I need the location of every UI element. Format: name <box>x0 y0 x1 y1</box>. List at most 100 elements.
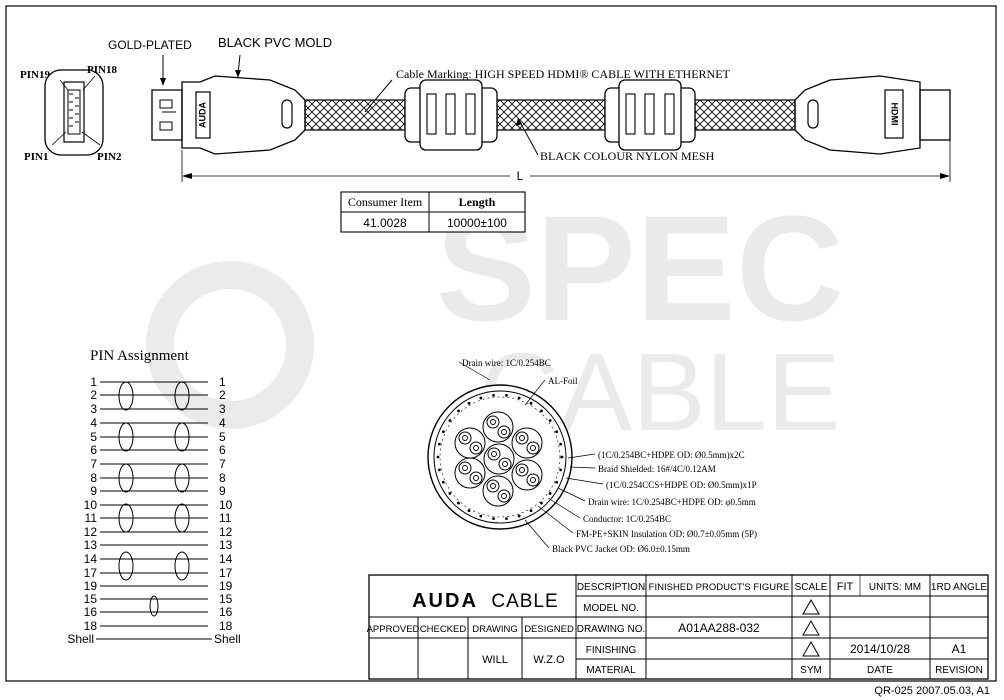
finishing-label: FINISHING <box>586 645 637 656</box>
pin-left-label: 6 <box>90 443 97 457</box>
nylon-mesh-label: BLACK COLOUR NYLON MESH <box>540 149 715 163</box>
cross-section-label: Braid Shielded: 16#/4C/0.12AM <box>598 464 716 474</box>
pin-left-label: 17 <box>84 566 98 580</box>
pin-left-label: 13 <box>84 538 98 552</box>
cross-section-label: Drain wire: 1C/0.254BC <box>462 358 551 368</box>
angle-label: 1RD ANGLE <box>931 582 987 593</box>
pin-right-label: 11 <box>219 511 232 525</box>
pin-left-label: 3 <box>90 402 97 416</box>
scale-label: SCALE <box>795 582 828 593</box>
pin-left-label: 10 <box>84 498 98 512</box>
pin1-label: PIN1 <box>24 151 48 163</box>
approved-label: APPROVED <box>367 624 420 635</box>
cross-section-label: Drain wire: 1C/0.254BC+HDPE OD: φ0.5mm <box>588 497 756 507</box>
pin-left-label: 19 <box>84 579 98 593</box>
pin-right-label: 12 <box>219 525 233 539</box>
date-label: DATE <box>867 665 893 676</box>
cable-marking-label: Cable Marking: HIGH SPEED HDMI® CABLE WI… <box>396 67 731 81</box>
length-dimension: L <box>181 140 951 183</box>
watermark-logo-icon <box>146 261 314 429</box>
description-value: FINISHED PRODUCT'S FIGURE <box>649 582 790 593</box>
brand-bold: AUDA <box>412 590 478 612</box>
hdmi-logo: HDMI <box>890 103 900 126</box>
pin-left-label: 4 <box>90 416 97 430</box>
pin-right-label: 7 <box>219 457 226 471</box>
designed-label: DESIGNED <box>524 624 574 635</box>
triangle-icon <box>802 640 820 657</box>
pin-right-label: 10 <box>219 498 233 512</box>
pin-left-label: 15 <box>84 592 98 606</box>
checked-label: CHECKED <box>420 624 467 635</box>
pin-left-label: 11 <box>85 511 98 525</box>
revision-label: REVISION <box>935 665 983 676</box>
black-pvc-mold-label: BLACK PVC MOLD <box>218 35 332 50</box>
pin19-label: PIN19 <box>20 69 50 81</box>
pin2-label: PIN2 <box>97 151 122 163</box>
scale-value: FIT <box>837 581 854 593</box>
mesh-segment-2 <box>496 99 606 131</box>
pin-left-label: 14 <box>84 552 98 566</box>
pin-left-label: 5 <box>90 430 97 444</box>
auda-mold-logo: AUDA <box>197 102 207 128</box>
pin-right-label: 15 <box>219 592 233 606</box>
mesh-segment-3 <box>694 99 796 131</box>
item-table: Consumer Item Length 41.0028 10000±100 <box>340 191 526 233</box>
sym-label: SYM <box>800 665 822 676</box>
pin-right-label: 17 <box>219 566 233 580</box>
form-number: QR-025 2007.05.03, A1 <box>874 685 990 697</box>
pin-right-label: 8 <box>219 471 226 485</box>
pin-right-label: 6 <box>219 443 226 457</box>
drawing-no-label: DRAWING NO. <box>577 624 646 635</box>
mesh-segment-1 <box>304 99 406 131</box>
cross-section-label: FM-PE+SKIN Insulation OD: Ø0.7±0.05mm (5… <box>576 529 757 539</box>
pin-right-label: 14 <box>219 552 233 566</box>
pin18-label: PIN18 <box>87 64 117 76</box>
cross-section-label: (1C/0.254CCS+HDPE OD: Ø0.5mm)x1P <box>606 480 757 490</box>
ferrite-core-2 <box>604 79 696 151</box>
cable-cross-section <box>427 384 573 530</box>
pin-left-label: 9 <box>90 484 97 498</box>
pin-left-label: 2 <box>90 388 97 402</box>
pin-left-label: 8 <box>90 471 97 485</box>
pin-right-label: 19 <box>219 579 233 593</box>
pin-right-label: 5 <box>219 430 226 444</box>
pin-left-label: 16 <box>84 605 98 619</box>
material-label: MATERIAL <box>586 665 636 676</box>
units-label: UNITS: MM <box>869 582 921 593</box>
cross-section-label: AL-Foil <box>548 376 578 386</box>
pin-left-label: 18 <box>84 619 98 633</box>
pin-left-label: Shell <box>67 632 94 646</box>
cross-section-label: Conductor: 1C/0.254BC <box>583 514 671 524</box>
cross-section-label: (1C/0.254BC+HDPE OD: Ø0.5mm)x2C <box>598 450 745 460</box>
drawing-no-value: A01AA288-032 <box>678 621 760 635</box>
pin-right-label: 1 <box>219 375 226 389</box>
pin-right-label: 9 <box>219 484 226 498</box>
pin-right-label: 18 <box>219 619 233 633</box>
pin-right-label: 2 <box>219 388 226 402</box>
length-header: Length <box>459 195 496 209</box>
triangle-icon <box>802 619 820 636</box>
pin-left-label: 1 <box>90 375 97 389</box>
length-value: 10000±100 <box>447 216 507 230</box>
pin-assignment-title: PIN Assignment <box>90 348 190 364</box>
date-value: 2014/10/28 <box>850 642 910 656</box>
designed-by-value: W.Z.O <box>533 654 565 666</box>
brand-light: CABLE <box>491 591 558 612</box>
pin-right-label: 13 <box>219 538 233 552</box>
triangle-icon <box>802 598 820 615</box>
pin-left-label: 12 <box>84 525 98 539</box>
item-value: 41.0028 <box>363 216 407 230</box>
connector-face-view: PIN19 PIN18 PIN1 PIN2 <box>20 64 122 163</box>
pin-right-label: 16 <box>219 605 233 619</box>
revision-value: A1 <box>952 642 967 656</box>
pin-right-label: 3 <box>219 402 226 416</box>
item-header: Consumer Item <box>348 195 423 209</box>
ferrite-core-1 <box>404 79 498 151</box>
drawing-label: DRAWING <box>472 624 518 635</box>
sheet-border <box>5 5 997 682</box>
gold-plated-label: GOLD-PLATED <box>108 38 192 52</box>
pin-right-label: 4 <box>219 416 226 430</box>
title-block: AUDA CABLE DESCRIPTION FINISHED PRODUCT'… <box>367 574 989 680</box>
